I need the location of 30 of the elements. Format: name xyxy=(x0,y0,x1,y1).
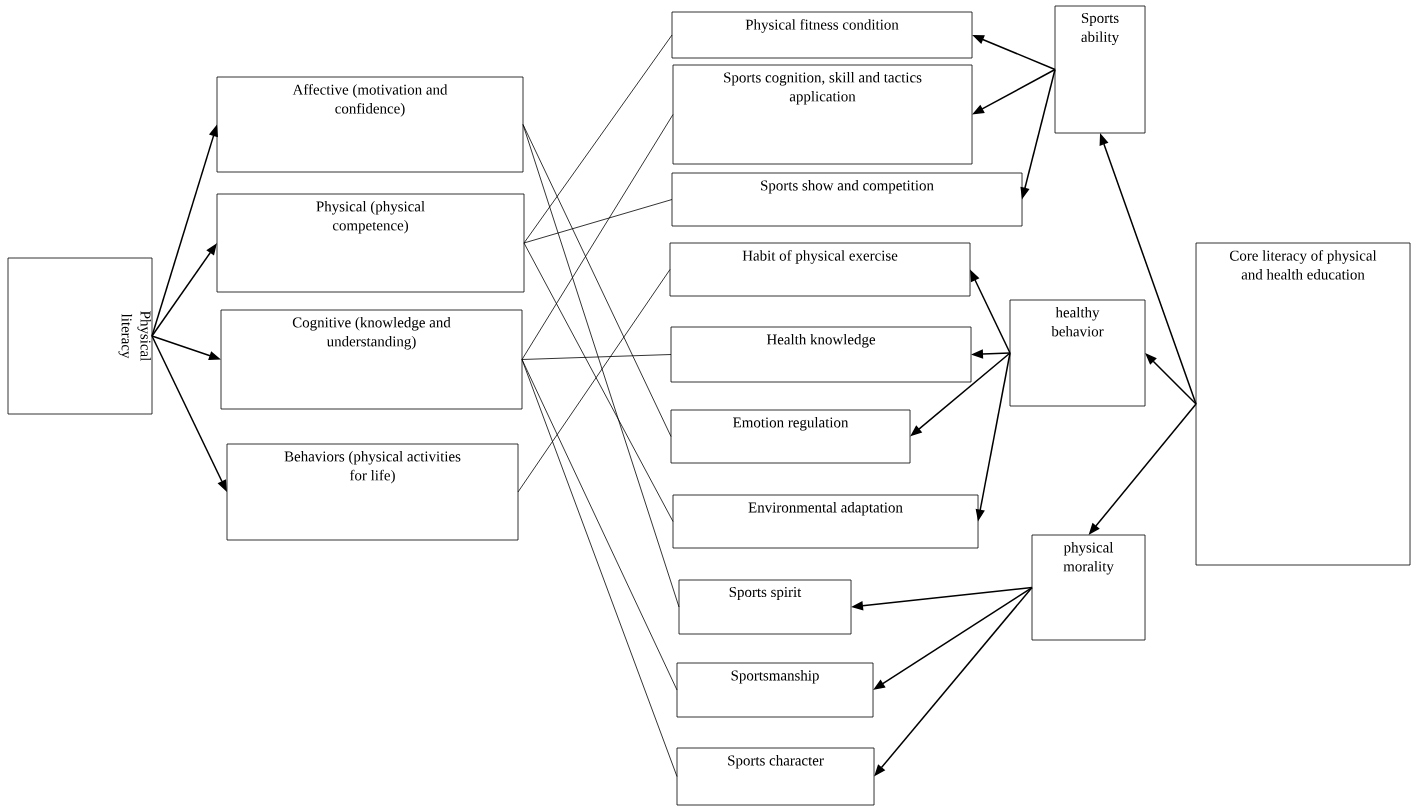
connector-line xyxy=(522,124,680,608)
connector-line xyxy=(523,242,674,522)
box: Sports character xyxy=(676,747,875,806)
connector-line xyxy=(521,354,672,360)
box: Environmental adaptation xyxy=(672,494,979,549)
box: Physical fitness condition xyxy=(671,11,973,59)
box: Sports ability xyxy=(1054,5,1146,134)
box: Emotion regulation xyxy=(670,409,911,464)
arrow xyxy=(1145,353,1197,405)
box: Sports show and competition xyxy=(671,172,1023,227)
connector-line xyxy=(523,34,673,244)
box: Physical literacy xyxy=(7,257,153,415)
box: Sports cognition, skill and tactics application xyxy=(672,64,973,165)
box: Physical (physical competence) xyxy=(216,193,525,293)
connector-line xyxy=(521,359,678,691)
box: healthy behavior xyxy=(1009,299,1146,407)
box: physical morality xyxy=(1031,534,1146,641)
connector-line xyxy=(521,359,678,777)
box: Habit of physical exercise xyxy=(669,242,971,297)
box: Sports spirit xyxy=(678,579,852,635)
box: Affective (motivation and confidence) xyxy=(216,76,524,173)
connector-line xyxy=(522,124,672,437)
box: Cognitive (knowledge and understanding) xyxy=(220,309,523,410)
connector-line xyxy=(521,114,674,360)
box: Sportsmanship xyxy=(676,662,874,718)
connector-line xyxy=(523,199,673,244)
box: Health knowledge xyxy=(670,326,972,383)
box: Core literacy of physical and health education xyxy=(1195,242,1411,566)
connector-line xyxy=(517,269,671,493)
box: Behaviors (physical activities for life) xyxy=(226,443,519,541)
